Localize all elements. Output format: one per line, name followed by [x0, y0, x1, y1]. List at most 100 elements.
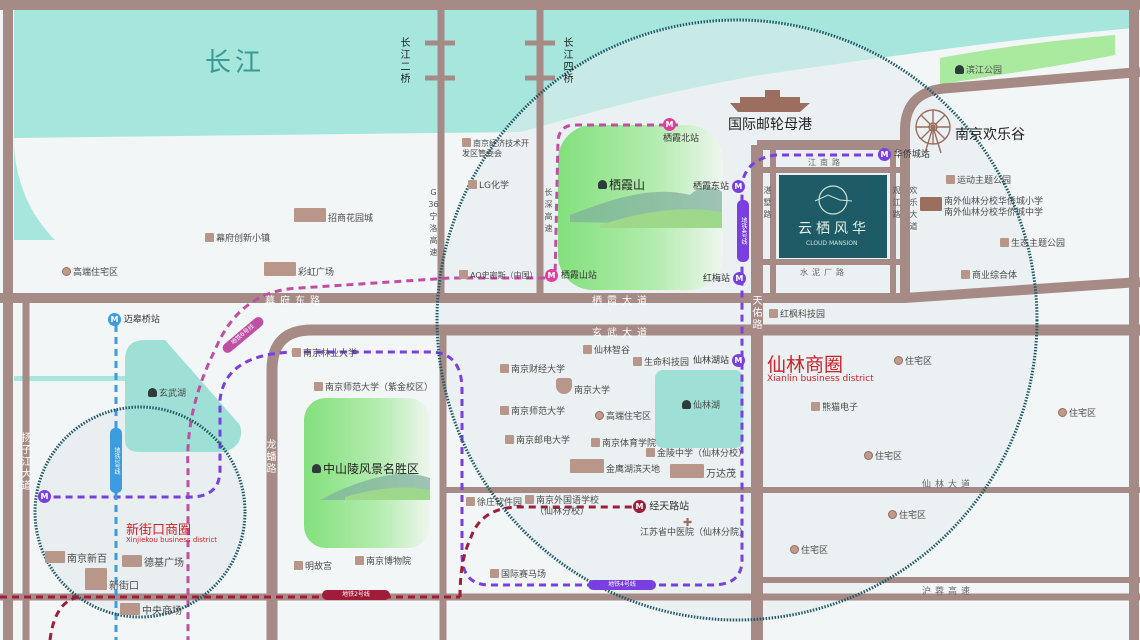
station-west-line4[interactable]: M: [38, 490, 51, 504]
poi-commercial: 商业综合体: [961, 270, 1017, 282]
station-maigaoqiao[interactable]: M 迈皋桥站: [108, 313, 160, 327]
project-logo-icon: [818, 185, 848, 215]
road-g36: G36宁洛高速: [428, 188, 439, 257]
poi-sport-park: 运动主题公园: [946, 175, 1011, 187]
mall-icon: [45, 551, 65, 563]
zhongshan-park: [304, 398, 430, 548]
xuanwu-lake-label: 玄武湖: [148, 388, 186, 400]
poi-residence: 住宅区: [864, 451, 902, 463]
university-icon: [292, 348, 301, 357]
metro-station-icon: M: [545, 269, 558, 282]
line2-badge: 地铁2号线: [322, 590, 390, 600]
xinjiekou-district-cn: 新街口商圈: [126, 523, 192, 538]
residence-icon: [864, 451, 873, 460]
park-icon: [946, 175, 955, 184]
road-changshen: 长深高速: [544, 188, 553, 233]
xianlin-lake-label: 仙林湖: [682, 400, 720, 412]
metro-station-icon: M: [38, 490, 51, 503]
poi-mingpalace: 明故宫: [294, 561, 332, 573]
shop-icon: [961, 270, 970, 279]
qixia-mountain-label: 栖霞山: [598, 176, 645, 193]
mall-icon: [670, 464, 704, 478]
university-icon: [500, 406, 509, 415]
xianlin-lake: [655, 370, 743, 448]
mall-icon: [570, 459, 604, 473]
poi-zhaoshang: 招商花园城: [294, 208, 373, 225]
station-qixia-mountain[interactable]: M 栖霞山站: [545, 269, 597, 283]
project-name-en: CLOUD MANSION: [806, 240, 858, 247]
poi-jinling: 金陵中学（仙林分校）: [646, 448, 747, 460]
tree-icon: [955, 65, 964, 74]
mall-icon: [294, 208, 326, 222]
station-hongmei[interactable]: 红梅站 M: [703, 272, 746, 286]
nju-emblem-icon: [556, 378, 572, 394]
building-icon: [459, 270, 468, 279]
building-icon: [633, 357, 642, 366]
mall-icon: [122, 555, 142, 567]
poi-jinying: 金鹰湖滨天地: [570, 459, 660, 476]
poi-wgy: 南京外国语学校（仙林分校）: [525, 495, 599, 518]
building-icon: [769, 309, 778, 318]
station-qixia-east[interactable]: 栖霞东站 M: [693, 180, 745, 194]
school-icon: [646, 448, 655, 457]
poi-tcm: ✚江苏省中医院（仙林分院）: [640, 516, 749, 538]
university-icon: [505, 435, 514, 444]
canal: [14, 376, 164, 381]
building-icon: [468, 180, 477, 189]
poi-youdian: 南京邮电大学: [505, 435, 570, 447]
park-icon: [1000, 238, 1009, 247]
cruise-port-label: 国际邮轮母港: [728, 117, 812, 133]
station-jingtian[interactable]: M 经天路站: [633, 500, 689, 515]
building-icon: [462, 138, 471, 147]
road-guanjiang: 观江路: [892, 186, 901, 219]
poi-deji: 德基广场: [122, 555, 184, 569]
poi-eco-park: 生态主题公园: [1000, 238, 1065, 250]
poi-lg: LG化学: [468, 180, 509, 192]
poi-residence: 住宅区: [1058, 408, 1096, 420]
cruise-ship-icon: [730, 90, 810, 112]
road-hurong: 沪蓉高速: [922, 587, 975, 597]
landmark-icon: [294, 561, 303, 570]
road-xianlin-avenue: 仙林大道: [922, 480, 975, 490]
binjiang-park-band: [940, 35, 1115, 85]
road-yangzijiang: 扬子江大道: [21, 433, 32, 492]
landmark-icon: [355, 556, 364, 565]
residence-icon: [790, 545, 799, 554]
poi-panda: 熊猫电子: [811, 402, 858, 414]
road-xuanwu-avenue: 玄武大道: [592, 328, 652, 339]
metro-station-icon: M: [732, 272, 746, 285]
station-huaqiaocheng[interactable]: M 华侨城站: [878, 148, 930, 162]
residence-icon: [62, 267, 71, 276]
road-mufu-east: 幕府东路: [265, 296, 325, 307]
residence-icon: [894, 356, 903, 365]
poi-caijing: 南京财经大学: [500, 364, 565, 376]
poi-tiyu: 南京体育学院: [591, 438, 656, 450]
poi-xuzhuang: 徐庄软件园: [466, 497, 522, 509]
xianlin-circle-ring: [435, 18, 1039, 622]
tree-icon: [682, 400, 691, 409]
road-qixia-avenue: 栖霞大道: [592, 296, 652, 307]
residence-icon: [1058, 408, 1067, 417]
poi-residence: 住宅区: [790, 545, 828, 557]
poi-mufu-town: 幕府创新小镇: [205, 233, 270, 245]
mall-icon: [264, 262, 296, 276]
school-icon: [525, 495, 534, 504]
poi-nju: 南京大学: [556, 378, 610, 397]
road-zhanshu: 湛墅路: [763, 186, 772, 219]
station-xianlinhu[interactable]: 仙林湖站 M: [693, 354, 745, 368]
xuanwu-lake: [125, 340, 241, 452]
metro-station-icon: M: [108, 313, 121, 326]
poi-horse: 国际赛马场: [490, 569, 546, 581]
university-icon: [591, 438, 600, 447]
xinjiekou-circle-fill: [35, 407, 245, 617]
poi-gaoduan-central: 高端住宅区: [595, 411, 651, 423]
project-name: 云栖风华: [798, 221, 870, 237]
tree-icon: [148, 388, 157, 397]
hospital-cross-icon: ✚: [683, 516, 693, 529]
binjiang-park-label: 滨江公园: [955, 65, 1002, 77]
road-shuinichang: 水泥厂路: [800, 268, 848, 277]
bridge-second-label: 长江二桥: [400, 38, 411, 85]
